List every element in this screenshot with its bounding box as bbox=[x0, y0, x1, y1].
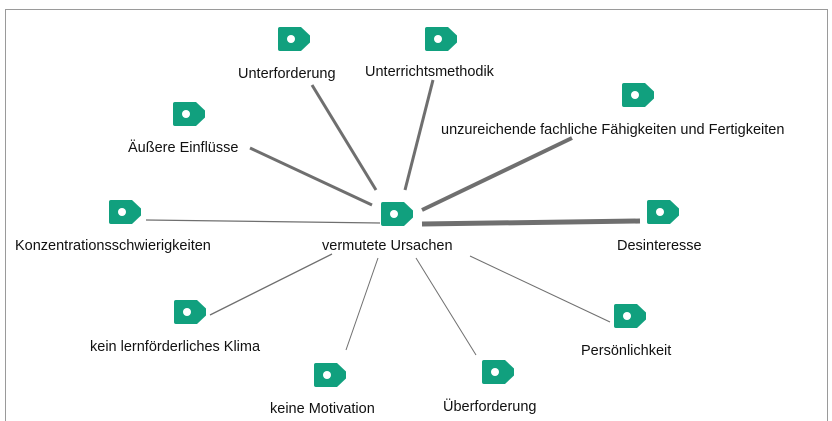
tag-icon[interactable] bbox=[277, 26, 311, 52]
node-label-aeussere[interactable]: Äußere Einflüsse bbox=[128, 140, 239, 156]
edge-klima bbox=[209, 253, 333, 316]
tag-icon[interactable] bbox=[173, 299, 207, 325]
node-label-ueberforderung[interactable]: Überforderung bbox=[443, 399, 537, 415]
tag-icon[interactable] bbox=[313, 362, 347, 388]
tag-icon[interactable] bbox=[172, 101, 206, 127]
node-label-desinteresse[interactable]: Desinteresse bbox=[617, 238, 702, 254]
edge-ueberforderung bbox=[415, 257, 477, 356]
node-label-konzentration[interactable]: Konzentrationsschwierigkeiten bbox=[15, 238, 211, 254]
tag-icon[interactable] bbox=[108, 199, 142, 225]
edge-persoenlichkeit bbox=[469, 255, 611, 323]
node-label-unzureichende[interactable]: unzureichende fachliche Fähigkeiten und … bbox=[441, 122, 785, 138]
center-node-label[interactable]: vermutete Ursachen bbox=[322, 238, 453, 254]
edge-motivation bbox=[345, 257, 379, 351]
tag-icon[interactable] bbox=[621, 82, 655, 108]
edge-unterrichtsmethodik bbox=[403, 79, 435, 191]
node-label-persoenlichkeit[interactable]: Persönlichkeit bbox=[581, 343, 672, 359]
edge-konzentration bbox=[145, 219, 381, 224]
node-label-klima[interactable]: kein lernförderliches Klima bbox=[90, 339, 261, 355]
edge-unterforderung bbox=[310, 84, 378, 191]
edge-desinteresse bbox=[421, 218, 641, 227]
edge-aeussere bbox=[249, 146, 373, 207]
node-label-unterrichtsmethodik[interactable]: Unterrichtsmethodik bbox=[365, 64, 494, 80]
canvas-frame bbox=[5, 9, 828, 421]
tag-icon[interactable] bbox=[481, 359, 515, 385]
node-label-unterforderung[interactable]: Unterforderung bbox=[238, 66, 336, 82]
node-label-motivation[interactable]: keine Motivation bbox=[270, 401, 375, 417]
tag-icon[interactable] bbox=[424, 26, 458, 52]
tag-icon[interactable] bbox=[613, 303, 647, 329]
center-tag-icon[interactable] bbox=[380, 201, 414, 227]
edge-unzureichende bbox=[421, 136, 573, 212]
tag-icon[interactable] bbox=[646, 199, 680, 225]
